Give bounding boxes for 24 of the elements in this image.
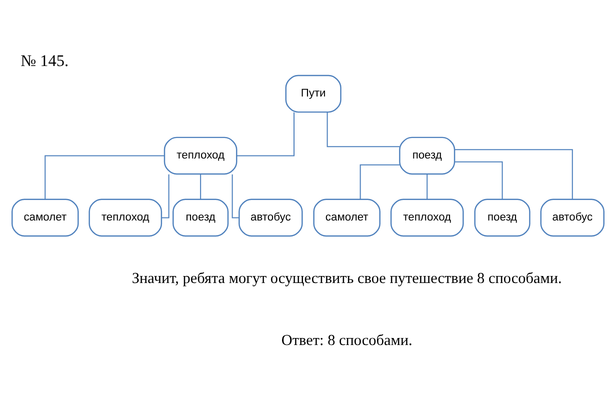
connector xyxy=(44,154,164,199)
connector xyxy=(426,174,428,199)
node-box: теплоход xyxy=(390,198,464,236)
node-box: теплоход xyxy=(88,198,162,236)
node-box: автобус xyxy=(238,198,303,236)
node-box: автобус xyxy=(540,198,604,236)
node-box: поезд xyxy=(399,136,456,174)
connector xyxy=(162,174,170,218)
node-box: Пути xyxy=(285,74,342,112)
connector xyxy=(454,160,503,199)
node-box: теплоход xyxy=(164,136,238,174)
diagram-title: № 145. xyxy=(20,52,69,70)
connector xyxy=(360,164,400,199)
label: Значит, ребята могут осуществить свое путешествие 8 способами. xyxy=(132,270,562,287)
label: Ответ: 8 способами. xyxy=(281,332,412,349)
node-box: поезд xyxy=(474,198,530,236)
node-box: самолет xyxy=(12,198,79,236)
node-box: поезд xyxy=(172,198,229,236)
node-box: самолет xyxy=(313,198,380,236)
connector xyxy=(454,148,573,199)
connector xyxy=(232,174,239,218)
connector xyxy=(200,174,202,199)
connector xyxy=(236,112,295,156)
connector xyxy=(326,112,400,147)
